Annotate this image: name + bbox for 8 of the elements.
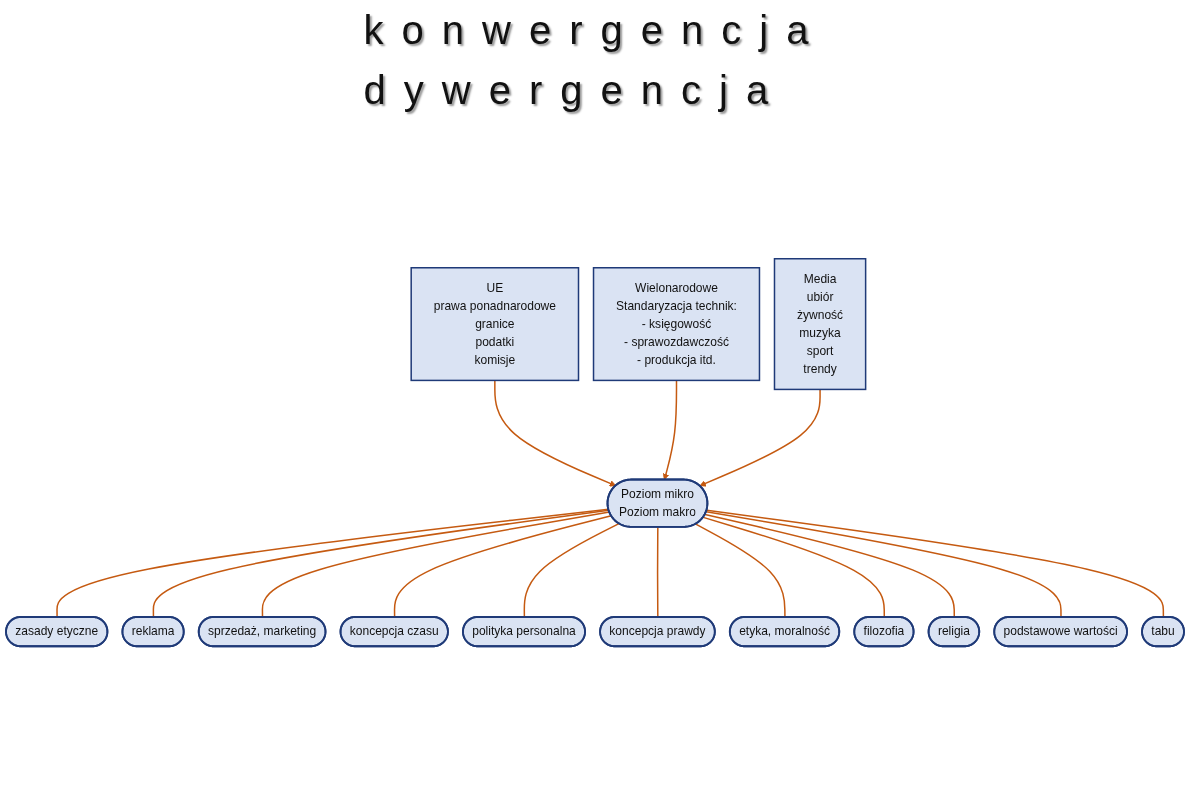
- node-box: Media ubiór żywność muzyka sport trendy: [773, 258, 867, 391]
- curved-heading-text: dywergencja: [363, 67, 788, 114]
- node-box: UE prawa ponadnarodowe granice podatki komisje: [410, 267, 580, 382]
- arrow: [699, 388, 821, 487]
- arrow: [662, 379, 678, 481]
- curved-heading-text: konwergencja: [363, 7, 827, 54]
- arrow: [494, 379, 617, 487]
- node-box: Wielonarodowe Standaryzacja technik: - księgowość - sprawozdawczość - produkcja itd.: [592, 267, 761, 382]
